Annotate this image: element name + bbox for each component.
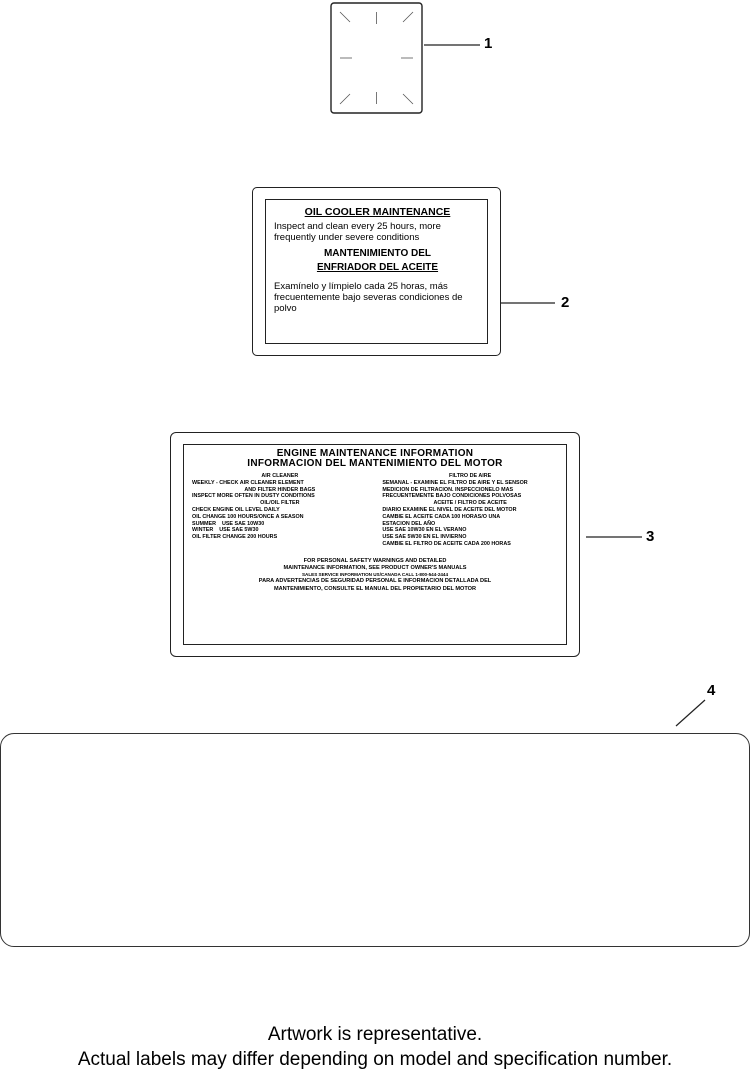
- label-3-footer-line: SALES SERVICE INFORMATION US/CANADA CALL…: [301, 572, 449, 578]
- label-3-right-column: FILTRO DE AIRE SEMANAL - EXAMINE EL FILT…: [382, 473, 558, 548]
- leader-lines: [424, 44, 706, 727]
- label-2-title-es-1: MANTENIMIENTO DEL: [323, 248, 432, 259]
- label-3-right-line: SEMANAL - EXAMINE EL FILTRO DE AIRE Y EL…: [382, 479, 528, 486]
- caption-line-2: Actual labels may differ depending on mo…: [77, 1049, 673, 1070]
- label-3-left-line: WEEKLY - CHECK AIR CLEANER ELEMENT: [192, 479, 304, 486]
- label-3-right-line: USE SAE 10W30 EN EL VERANO: [382, 527, 467, 534]
- label-3-right-line: CAMBIE EL ACEITE CADA 100 HORAS/O UNA: [382, 513, 501, 520]
- label-3-right-line: ESTACION DEL AÑO: [382, 520, 436, 527]
- label-3-right-line: DIARIO EXAMINE EL NIVEL DE ACEITE DEL MO…: [382, 506, 517, 513]
- label-3-title-en: ENGINE MAINTENANCE INFORMATION: [276, 448, 474, 459]
- caption-line-1: Artwork is representative.: [267, 1024, 483, 1045]
- label-3-left-line: INSPECT MORE OFTEN IN DUSTY CONDITIONS: [192, 493, 315, 500]
- label-3-left-line: AND FILTER HINDER BAGS: [244, 486, 316, 493]
- label-3-right-line: FRECUENTEMENTE BAJO CONDICIONES POLVOSAS: [382, 493, 522, 500]
- label-2-inner-border: OIL COOLER MAINTENANCE Inspect and clean…: [265, 199, 488, 344]
- label-4-blank: [0, 733, 750, 947]
- label-3-left-oil-heading: OIL/OIL FILTER: [260, 500, 300, 507]
- label-1-blank: [330, 2, 423, 114]
- label-3-right-line: MEDICION DE FILTRACION. INSPECCIONELO MA…: [382, 486, 514, 493]
- label-3-footer-line: FOR PERSONAL SAFETY WARNINGS AND DETAILE…: [303, 557, 447, 564]
- callout-3: 3: [646, 528, 655, 545]
- label-3-footer-line: MANTENIMIENTO, CONSULTE EL MANUAL DEL PR…: [273, 585, 477, 592]
- label-3-inner-border: ENGINE MAINTENANCE INFORMATION INFORMACI…: [183, 444, 567, 645]
- label-2-body-en: Inspect and clean every 25 hours, more f…: [274, 221, 441, 243]
- label-2-title: OIL COOLER MAINTENANCE: [304, 206, 451, 218]
- label-2-body-es: Examínelo y límpielo cada 25 horas, más …: [274, 281, 463, 314]
- label-3-left-line: SUMMER USE SAE 10W30: [192, 520, 265, 527]
- callout-2: 2: [561, 294, 570, 311]
- callout-1: 1: [484, 35, 493, 52]
- label-3-right-line: USE SAE 5W30 EN EL INVIERNO: [382, 534, 467, 541]
- label-3-footer-line: PARA ADVERTENCIAS DE SEGURIDAD PERSONAL …: [258, 578, 492, 585]
- label-3-left-column: AIR CLEANER WEEKLY - CHECK AIR CLEANER E…: [192, 473, 368, 548]
- label-3-left-line: OIL CHANGE 100 HOURS/ONCE A SEASON: [192, 513, 304, 520]
- label-2-title-es-2: ENFRIADOR DEL ACEITE: [316, 262, 439, 273]
- leader-line-4: [675, 699, 706, 727]
- label-2-oil-cooler: OIL COOLER MAINTENANCE Inspect and clean…: [252, 187, 501, 356]
- label-3-left-line: CHECK ENGINE OIL LEVEL DAILY: [192, 506, 280, 513]
- label-3-left-line: WINTER USE SAE 5W30: [192, 527, 259, 534]
- label-3-engine-maintenance: ENGINE MAINTENANCE INFORMATION INFORMACI…: [170, 432, 580, 657]
- label-3-right-air-heading: FILTRO DE AIRE: [449, 473, 492, 479]
- label-3-right-oil-heading: ACEITE / FILTRO DE ACEITE: [433, 500, 507, 507]
- label-3-right-line: CAMBIE EL FILTRO DE ACEITE CADA 200 HORA…: [382, 540, 511, 547]
- label-3-left-air-heading: AIR CLEANER: [261, 473, 299, 479]
- label-3-footer-line: MAINTENANCE INFORMATION, SEE PRODUCT OWN…: [283, 565, 467, 572]
- label-3-title-es: INFORMACION DEL MANTENIMIENTO DEL MOTOR: [247, 458, 503, 469]
- label-3-left-line: OIL FILTER CHANGE 200 HOURS: [192, 534, 278, 541]
- label-3-footer: FOR PERSONAL SAFETY WARNINGS AND DETAILE…: [192, 558, 558, 593]
- callout-4: 4: [707, 682, 716, 699]
